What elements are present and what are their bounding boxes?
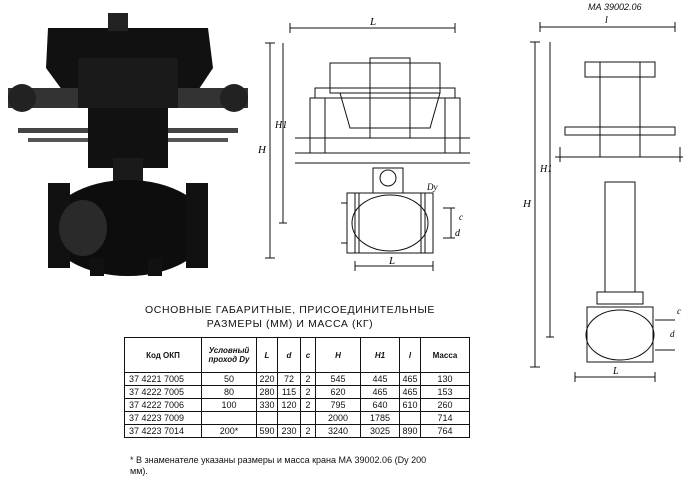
cell: 465 <box>360 385 400 399</box>
cell: 590 <box>256 424 278 438</box>
col-H: H <box>315 337 361 373</box>
cell: 37 4221 7005 <box>124 372 202 386</box>
cell: 50 <box>201 372 257 386</box>
cell: 1785 <box>360 411 400 425</box>
valve-drawing-front: L H H1 Dy c d L <box>257 16 470 271</box>
footnote: * В знаменателе указаны размеры и масса … <box>130 455 427 476</box>
cell: 640 <box>360 398 400 412</box>
cell: 3025 <box>360 424 400 438</box>
cell: 2 <box>300 385 316 399</box>
cell: 153 <box>420 385 470 399</box>
cell: 2 <box>300 398 316 412</box>
label-d-right: d <box>670 329 675 339</box>
label-H-right: H <box>522 198 532 210</box>
cell: 2000 <box>315 411 361 425</box>
cell: 130 <box>420 372 470 386</box>
valve-photo <box>8 8 248 276</box>
cell: 545 <box>315 372 361 386</box>
col-L: L <box>256 337 278 373</box>
cell <box>201 411 257 425</box>
cell: 100 <box>201 398 257 412</box>
title-line-2: РАЗМЕРЫ (мм) И МАССА (кг) <box>206 318 374 330</box>
cell: 714 <box>420 411 470 425</box>
cell: 37 4223 7009 <box>124 411 202 425</box>
cell <box>277 411 301 425</box>
label-H1: H1 <box>274 120 287 131</box>
valve-drawing-tall: l H H1 c d L <box>522 15 683 382</box>
table-title: ОСНОВНЫЕ ГАБАРИТНЫЕ, ПРИСОЕДИНИТЕЛЬНЫЕ Р… <box>120 303 460 331</box>
cell: 2 <box>300 372 316 386</box>
cell: 80 <box>201 385 257 399</box>
cell: 115 <box>277 385 301 399</box>
col-H1: H1 <box>360 337 400 373</box>
label-L-top: L <box>369 16 376 28</box>
title-line-1: ОСНОВНЫЕ ГАБАРИТНЫЕ, ПРИСОЕДИНИТЕЛЬНЫЕ <box>145 304 435 316</box>
cell <box>399 411 421 425</box>
col-dy: Условный проход Dy <box>201 337 257 373</box>
table-row: 37 4222 7006 100 330 120 2 795 640 610 2… <box>124 398 470 412</box>
cell: 260 <box>420 398 470 412</box>
cell: 330 <box>256 398 278 412</box>
label-c: c <box>459 212 463 222</box>
col-c: c <box>300 337 316 373</box>
table-row: 37 4223 7009 2000 1785 714 <box>124 411 470 425</box>
cell: 3240 <box>315 424 361 438</box>
cell <box>300 411 316 425</box>
label-H1-right: H1 <box>539 164 552 175</box>
table-row: 37 4221 7005 50 220 72 2 545 445 465 130 <box>124 372 470 386</box>
label-Dy: Dy <box>426 182 438 192</box>
spec-table: Код ОКП Условный проход Dy L d c H H1 l … <box>124 337 470 438</box>
cell: 72 <box>277 372 301 386</box>
col-mass: Масса <box>420 337 470 373</box>
cell: 120 <box>277 398 301 412</box>
col-okp: Код ОКП <box>124 337 202 373</box>
label-L-bottom-right: L <box>612 366 619 377</box>
table-row: 37 4222 7005 80 280 115 2 620 465 465 15… <box>124 385 470 399</box>
col-l: l <box>399 337 421 373</box>
cell: 610 <box>399 398 421 412</box>
cell: 37 4222 7006 <box>124 398 202 412</box>
label-c-right: c <box>677 306 681 316</box>
cell: 220 <box>256 372 278 386</box>
label-l-top: l <box>605 15 608 26</box>
cell: 280 <box>256 385 278 399</box>
cell <box>256 411 278 425</box>
cell: 200* <box>201 424 257 438</box>
cell: 37 4222 7005 <box>124 385 202 399</box>
label-H: H <box>257 144 267 156</box>
cell: 764 <box>420 424 470 438</box>
sheet-code: МА 39002.06 <box>588 2 642 12</box>
cell: 445 <box>360 372 400 386</box>
cell: 230 <box>277 424 301 438</box>
cell: 795 <box>315 398 361 412</box>
cell: 620 <box>315 385 361 399</box>
table-header-row: Код ОКП Условный проход Dy L d c H H1 l … <box>124 337 470 373</box>
label-d: d <box>455 228 461 239</box>
cell: 2 <box>300 424 316 438</box>
table-row: 37 4223 7014 200* 590 230 2 3240 3025 89… <box>124 424 470 438</box>
label-L-bottom: L <box>388 255 395 267</box>
cell: 890 <box>399 424 421 438</box>
cell: 37 4223 7014 <box>124 424 202 438</box>
col-d: d <box>277 337 301 373</box>
cell: 465 <box>399 385 421 399</box>
cell: 465 <box>399 372 421 386</box>
